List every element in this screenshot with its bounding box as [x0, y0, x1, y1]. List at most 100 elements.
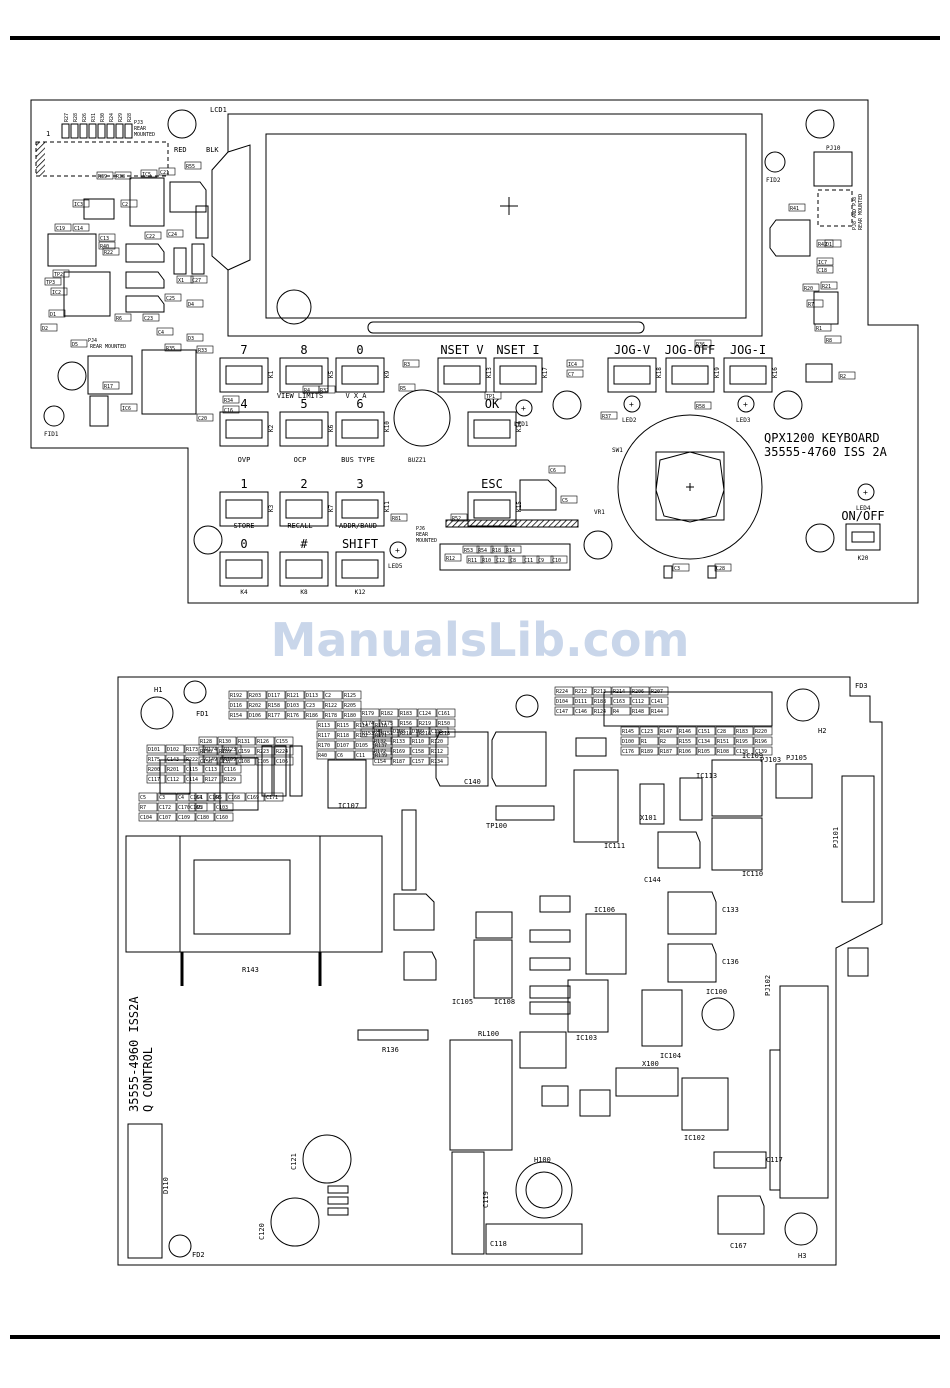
part-label: C167 — [730, 1242, 747, 1250]
key-ref: K5 — [328, 370, 335, 378]
component-pad — [816, 257, 834, 266]
component-ref: R114 — [356, 723, 368, 729]
key-contact — [225, 499, 263, 519]
component-pad — [176, 812, 196, 822]
key-ref: K16 — [772, 367, 779, 378]
component-ref: R128 — [200, 739, 212, 745]
component-pad — [70, 339, 88, 348]
component-ref: R2 — [840, 374, 846, 380]
buzzer-label: BUZZ1 — [408, 457, 426, 464]
pj6-label: REAR — [416, 532, 429, 538]
component-pad — [144, 231, 162, 240]
key-ref: K14 — [516, 421, 523, 432]
component-pad — [390, 513, 408, 522]
component-ref: R4 — [304, 388, 310, 394]
component-ref: C117 — [148, 777, 160, 783]
component-pad — [188, 802, 208, 812]
component-pad — [677, 746, 697, 756]
component-ref: C3 — [674, 566, 680, 572]
component-ref: R5 — [216, 795, 222, 801]
component-pad — [236, 756, 256, 766]
hole-label: H3 — [798, 1252, 806, 1260]
key-caption: VIEW LIMITS — [277, 392, 323, 400]
component-ref: R2 — [660, 739, 666, 745]
component-ref: R188 — [594, 699, 606, 705]
component-pad — [672, 563, 690, 572]
key-ref: K13 — [486, 367, 493, 378]
component-ref: R187 — [393, 759, 405, 765]
component-ref: C27 — [192, 278, 201, 284]
key-label: 0 — [240, 537, 247, 551]
fid-label: FD3 — [855, 682, 868, 690]
component-ref: R210 — [400, 731, 412, 737]
component-ref: R116 — [375, 723, 387, 729]
component-pad — [266, 710, 286, 720]
led-label: LED1 — [514, 421, 529, 428]
pj4-label: REAR MOUNTED — [90, 344, 126, 350]
led-plus: + — [629, 400, 634, 409]
component-ref: C141 — [651, 699, 663, 705]
component-pad — [266, 690, 286, 700]
key-ref: K4 — [240, 589, 248, 596]
component-pad — [140, 169, 158, 178]
component-pad — [658, 746, 678, 756]
component-pad — [462, 545, 480, 554]
component-pad — [120, 403, 138, 412]
x100-crystal — [639, 783, 665, 825]
component-ref: D108 — [393, 729, 405, 735]
key-contact — [341, 499, 379, 519]
component-ref: R17 — [104, 384, 113, 390]
component-pad — [484, 391, 502, 400]
component-ref: R106 — [679, 749, 691, 755]
component-pad — [444, 553, 462, 562]
component-ref: C165 — [190, 805, 202, 811]
component-pad — [630, 696, 650, 706]
part-label: C119 — [482, 1191, 490, 1208]
hole-h1 — [140, 696, 174, 730]
component-ref: D109 — [412, 729, 424, 735]
component-pad — [316, 750, 336, 760]
ic105 — [475, 911, 513, 939]
component-pad — [379, 708, 399, 718]
component-ref: C158 — [412, 749, 424, 755]
component-pad — [165, 764, 185, 774]
component-ref: R53 — [464, 548, 473, 554]
component-ref: R11 — [468, 558, 477, 564]
component-pad — [198, 736, 218, 746]
component-pad — [236, 746, 256, 756]
component-pad — [138, 812, 158, 822]
component-pad — [806, 299, 824, 308]
component-ref: TP3 — [46, 280, 55, 286]
component-ref: C4 — [178, 795, 184, 801]
component-pad — [600, 411, 618, 420]
component-ref: R34 — [224, 398, 233, 404]
vr-label: VR1 — [594, 509, 605, 516]
key-pad — [335, 411, 385, 447]
key-ref: K7 — [328, 504, 335, 512]
component-pad — [207, 792, 227, 802]
component-pad — [630, 686, 650, 696]
part-label: IC111 — [604, 842, 625, 850]
component-ref: R124 — [594, 709, 606, 715]
component-ref: C169 — [247, 795, 259, 801]
component-ref: R28 — [127, 113, 133, 122]
component-pad — [222, 405, 240, 414]
component-pad — [214, 802, 234, 812]
component-pad — [146, 774, 166, 784]
component-ref: D5 — [72, 342, 78, 348]
part-label: IC107 — [338, 802, 359, 810]
part-label: X100 — [642, 1060, 659, 1068]
component-ref: R147 — [660, 729, 672, 735]
component-ref: R218 — [438, 731, 450, 737]
component-pad — [566, 359, 584, 368]
part-label: H100 — [534, 1156, 551, 1164]
component-pad — [620, 736, 640, 746]
component-pad — [398, 383, 416, 392]
component-ref: R213 — [594, 689, 606, 695]
component-ref: R187 — [660, 749, 672, 755]
component-ref: R35 — [166, 346, 175, 352]
ic6 — [141, 349, 197, 415]
component-ref: C175 — [381, 721, 393, 727]
component-ref: C170 — [178, 805, 190, 811]
pj8-label: REAR MOUNTED — [858, 194, 864, 230]
